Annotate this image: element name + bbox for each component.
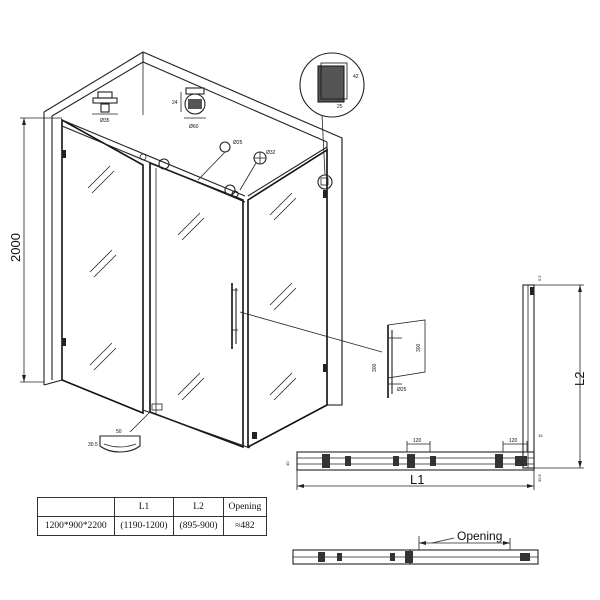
height-label: 2000 — [8, 233, 23, 262]
spec-header-l1: L1 — [113, 497, 175, 517]
plan-side-b: 30.5 — [537, 473, 542, 482]
plan-side-a: 40 — [285, 461, 290, 466]
spec-cell-size: 1200*900*2200 — [37, 516, 115, 536]
plan-right-dim: 120 — [509, 438, 518, 444]
top-bracket-detail: Ø35 — [92, 91, 118, 124]
plan-view: 120 120 40 30.5 L1 — [285, 438, 542, 490]
roller-detail: 24 Ø60 — [172, 87, 206, 130]
spec-table-row: 1200*900*2200 (1190-1200) (895-900) ≈482 — [37, 516, 268, 536]
handle-height-label: 300 — [372, 363, 378, 372]
guide-h-label: 30.5 — [88, 442, 98, 448]
spec-header-opening: Opening — [222, 497, 268, 517]
wall-profile-d-label: 25 — [337, 104, 343, 110]
plan-mid-label: 15 — [538, 433, 543, 438]
opening-plan: Opening — [292, 529, 539, 565]
l2-label: L2 — [572, 372, 587, 386]
handle-dia-label: Ø25 — [397, 387, 407, 393]
roller-height-label: 24 — [172, 100, 178, 106]
wall-profile-w-label: 42 — [353, 74, 359, 80]
spec-table: L1 L2 Opening 1200*900*2200 (1190-1200) … — [37, 497, 268, 536]
opening-label: Opening — [457, 529, 502, 543]
knob-detail: Ø32 — [239, 150, 276, 191]
floor-guide-detail: 50 30.5 — [88, 411, 151, 453]
top-bracket-dia-label: Ø35 — [100, 118, 110, 124]
l1-label: L1 — [410, 472, 424, 487]
spec-header-size — [37, 497, 115, 517]
roller-dia-label: Ø60 — [189, 124, 199, 130]
spec-cell-opening: ≈482 — [222, 516, 268, 536]
shower-panels — [61, 118, 333, 449]
guide-w-label: 50 — [116, 429, 122, 435]
stopper-dia-label: Ø25 — [233, 140, 243, 146]
knob-dia-label: Ø32 — [266, 150, 276, 156]
plan-left-dim: 120 — [413, 438, 422, 444]
spec-cell-l1: (1190-1200) — [113, 516, 175, 536]
side-elevation: L2 5.5 15 — [522, 275, 587, 469]
spec-header-l2: L2 — [173, 497, 224, 517]
wall-corner — [43, 51, 343, 406]
side-top-label: 5.5 — [537, 275, 542, 281]
stopper-detail: Ø25 — [197, 140, 243, 181]
spec-table-header-row: L1 L2 Opening — [37, 497, 268, 517]
spec-cell-l2: (895-900) — [173, 516, 224, 536]
handle-detail: 300 300 Ø25 — [239, 311, 426, 398]
wall-profile-detail: 42 25 — [299, 52, 365, 176]
handle-length-label: 300 — [416, 343, 422, 352]
height-dimension: 2000 — [8, 117, 62, 383]
